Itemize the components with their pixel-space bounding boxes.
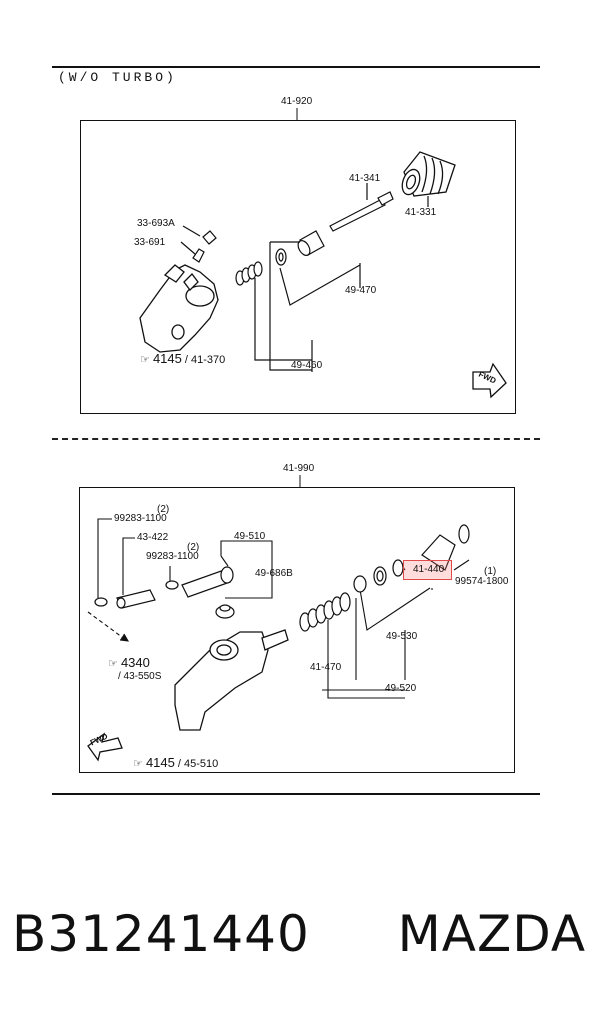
top-assembly-number: 41-920 xyxy=(281,96,313,107)
cylinder-body-bottom xyxy=(174,629,289,731)
spring-41-470 xyxy=(299,592,351,632)
spring xyxy=(235,261,263,286)
cylinder-body xyxy=(139,264,219,353)
label-49-460: 49-460 xyxy=(291,360,323,371)
section-divider xyxy=(52,438,540,440)
reference-code: / 45-510 xyxy=(177,758,219,770)
push-rod-41-341 xyxy=(329,191,394,232)
qty-99283-1100-a: (2) xyxy=(157,504,170,515)
label-41-470: 41-470 xyxy=(310,662,342,673)
reference-page: 4340 xyxy=(120,655,150,670)
boot-41-331 xyxy=(401,151,456,197)
hand-pointer-icon: ☞ xyxy=(140,354,150,366)
qty-99574-1800: (1) xyxy=(484,566,497,577)
label-41-331: 41-331 xyxy=(405,207,437,218)
label-99574-1800: 99574-1800 xyxy=(455,576,509,587)
fwd-arrow-top xyxy=(472,362,507,399)
top-rule xyxy=(52,66,540,68)
label-33-693A: 33-693A xyxy=(137,218,175,229)
reference-bottom-a[interactable]: ☞ 4340 xyxy=(108,655,150,670)
hand-pointer-icon: ☞ xyxy=(108,658,118,670)
label-49-470: 49-470 xyxy=(345,285,377,296)
fwd-arrow-bottom xyxy=(87,732,123,762)
hose-parts xyxy=(94,566,235,619)
reference-bottom-b[interactable]: ☞ 4145 / 45-510 xyxy=(133,755,218,770)
piston xyxy=(297,230,325,256)
label-49-530: 49-530 xyxy=(386,631,418,642)
section-heading: (W/O TURBO) xyxy=(58,70,177,85)
bottom-diagram-panel xyxy=(79,487,515,773)
brand-name: MAZDA xyxy=(397,905,587,963)
reference-page: 4145 xyxy=(145,755,175,770)
label-41-341: 41-341 xyxy=(349,173,381,184)
label-49-686B: 49-686B xyxy=(255,568,293,579)
reference-code-a: / 43-550S xyxy=(118,671,162,682)
hand-pointer-icon: ☞ xyxy=(133,758,143,770)
part-number: B31241440 xyxy=(12,905,310,963)
label-99283-1100-a: 99283-1100 xyxy=(114,513,167,524)
reference-top[interactable]: ☞ 4145 / 41-370 xyxy=(140,351,225,366)
cup-seal xyxy=(275,248,287,266)
dashed-arrow xyxy=(87,611,130,642)
leader-lines-top xyxy=(180,183,429,372)
label-49-520: 49-520 xyxy=(385,683,417,694)
bleeder-screw xyxy=(192,230,217,263)
label-33-691: 33-691 xyxy=(134,237,166,248)
qty-99283-1100-b: (2) xyxy=(187,542,200,553)
label-41-440: 41-440 xyxy=(413,564,445,575)
footer-caption: B31241440 MAZDA xyxy=(12,905,586,963)
seals-piston xyxy=(353,524,470,593)
reference-page: 4145 xyxy=(152,351,182,366)
label-49-510: 49-510 xyxy=(234,531,266,542)
highlight-41-440 xyxy=(403,560,452,580)
bottom-assembly-number: 41-990 xyxy=(283,463,315,474)
label-99283-1100-b: 99283-1100 xyxy=(146,551,199,562)
label-43-422: 43-422 xyxy=(137,532,169,543)
reference-code: / 41-370 xyxy=(184,354,226,366)
leader-lines-bottom xyxy=(97,518,470,699)
bottom-rule xyxy=(52,793,540,795)
